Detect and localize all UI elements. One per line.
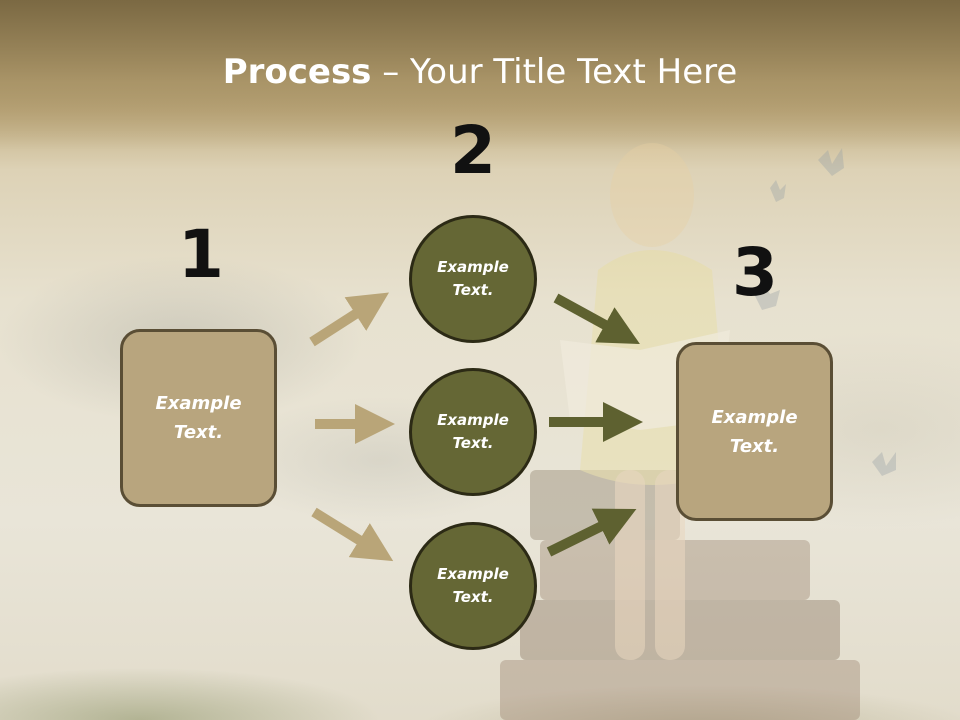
circle-top: Example Text.: [409, 215, 537, 343]
slide-title: Process – Your Title Text Here: [0, 52, 960, 92]
circle-middle-label: Example Text.: [437, 411, 509, 452]
circle-middle: Example Text.: [409, 368, 537, 496]
step-number-3: 3: [732, 234, 778, 311]
arrow-bottom-to-right: [546, 508, 637, 557]
title-banner: [0, 0, 960, 150]
book-stack: [500, 470, 860, 720]
circle-bottom-label: Example Text.: [437, 565, 509, 606]
title-rest: – Your Title Text Here: [371, 52, 738, 92]
arrow-left-to-bottom: [311, 507, 394, 562]
step-number-1: 1: [178, 216, 224, 293]
right-step-box: Example Text.: [676, 342, 833, 521]
left-step-label: Example Text.: [155, 393, 242, 443]
arrow-left-to-top: [309, 292, 390, 347]
title-bold: Process: [222, 52, 372, 92]
circle-bottom: Example Text.: [409, 522, 537, 650]
left-step-box: Example Text.: [120, 329, 277, 507]
circle-top-label: Example Text.: [437, 258, 509, 299]
arrow-top-to-right: [553, 293, 640, 345]
butterfly-icons: [752, 148, 896, 476]
right-step-label: Example Text.: [711, 406, 798, 457]
step-number-2: 2: [450, 112, 496, 189]
